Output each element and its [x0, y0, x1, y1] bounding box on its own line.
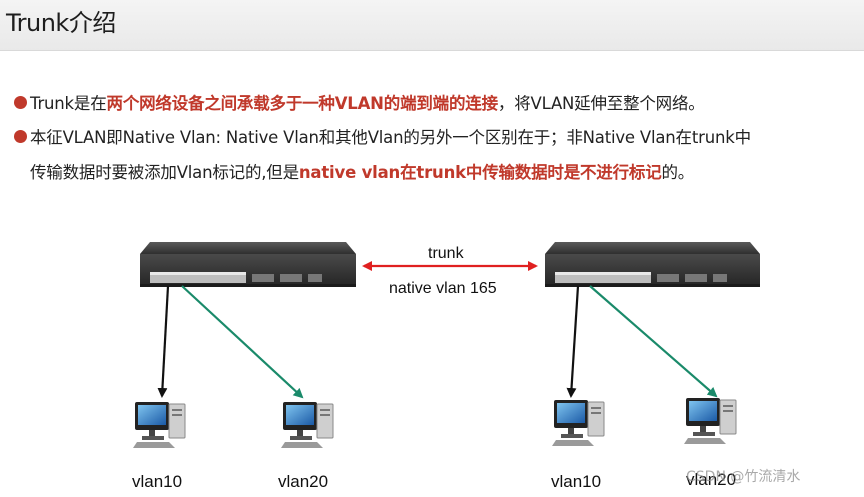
host-label-right-vlan10: vlan10 — [551, 472, 602, 491]
trunk-label: trunk — [428, 245, 464, 262]
access-link-right-vlan10 — [566, 285, 580, 398]
pc-icon — [684, 398, 737, 444]
bullet-1-text-a: Trunk是在 — [30, 94, 107, 113]
bullet-2-line-1: 本征VLAN即Native Vlan: Native Vlan和其他Vlan的另… — [30, 124, 751, 148]
host-label-right-vlan20: vlan20 — [686, 470, 737, 489]
switch-left — [140, 242, 356, 287]
host-label-left-vlan20: vlan20 — [278, 472, 329, 491]
access-link-left-vlan20 — [181, 285, 304, 399]
bullet-1-text-b: ，将VLAN延伸至整个网络。 — [497, 94, 705, 113]
title-bar: Trunk介绍 — [0, 0, 864, 51]
bullet-1-line-1: Trunk是在两个网络设备之间承载多于一种VLAN的端到端的连接，将VLAN延伸… — [30, 90, 705, 114]
pc-icon — [281, 402, 334, 448]
bullet-marker-2 — [14, 130, 27, 143]
bullet-2-text-b: 传输数据时要被添加Vlan标记的,但是 — [30, 163, 299, 182]
pc-icon — [133, 402, 186, 448]
host-label-left-vlan10: vlan10 — [132, 472, 183, 491]
bullet-2-text-a: 本征VLAN即Native Vlan: Native Vlan和其他Vlan的另… — [30, 128, 751, 147]
access-link-right-vlan20 — [589, 285, 718, 398]
watermark: CSDN @竹流清水 — [686, 469, 801, 485]
native-vlan-label: native vlan 165 — [389, 280, 497, 297]
switch-right — [545, 242, 760, 287]
bullet-2-line-2: 传输数据时要被添加Vlan标记的,但是native vlan在trunk中传输数… — [30, 159, 694, 183]
bullet-2-text-c: 的。 — [661, 163, 695, 182]
bullet-2-highlight: native vlan在trunk中传输数据时是不进行标记 — [298, 163, 662, 182]
bullet-1-highlight: 两个网络设备之间承载多于一种VLAN的端到端的连接 — [106, 94, 499, 113]
access-link-left-vlan10 — [157, 285, 170, 398]
pc-icon — [552, 400, 605, 446]
page-title: Trunk介绍 — [6, 9, 116, 37]
bullet-marker-1 — [14, 96, 27, 109]
